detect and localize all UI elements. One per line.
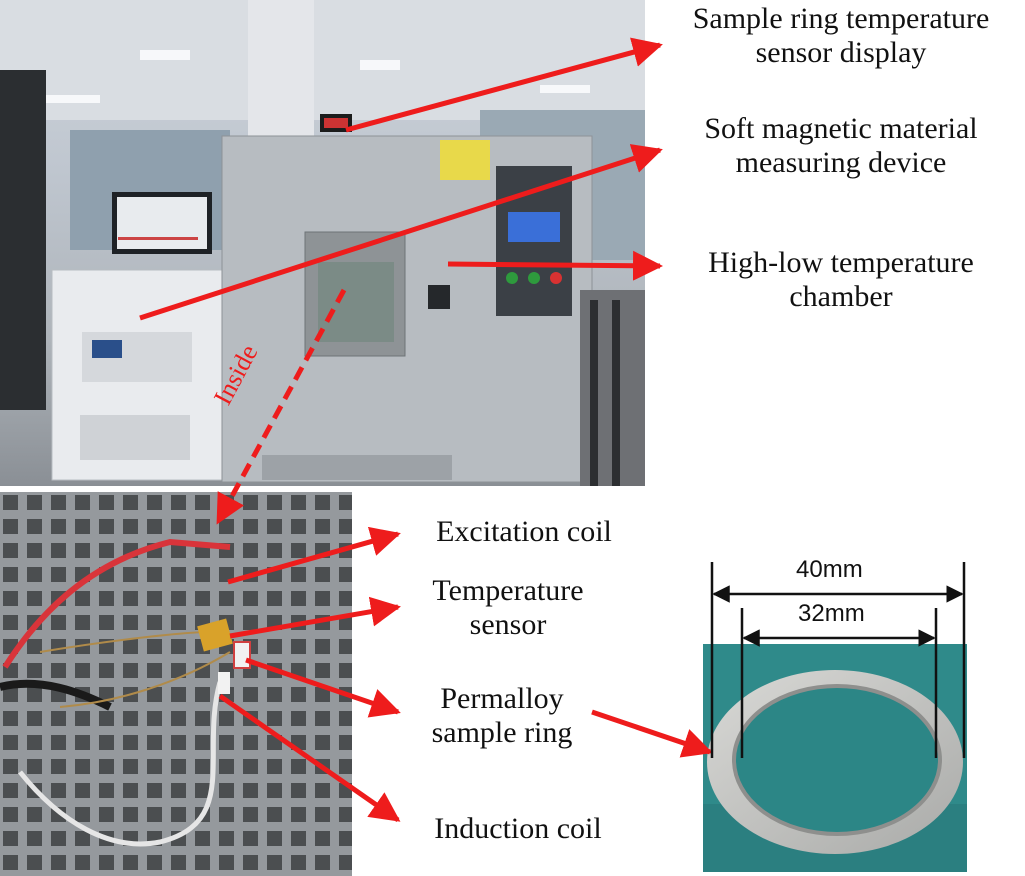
sample-ring-photo (703, 644, 967, 872)
sample-ring-label-line2: sample ring (431, 716, 573, 749)
measuring-device-label: Soft magnetic material measuring device (664, 112, 1018, 180)
sensor-display-label-line1: Sample ring temperature (692, 2, 990, 35)
excitation-coil-label-text: Excitation coil (436, 515, 612, 548)
temperature-sensor-label-line1: Temperature (432, 574, 584, 607)
induction-coil-label: Induction coil (412, 812, 624, 846)
sensor-display-label-line2: sensor display (755, 36, 927, 69)
lab-photo (0, 0, 645, 486)
arrow-sample-ring-to-photo (591, 709, 713, 758)
chamber-label-line1: High-low temperature (708, 246, 974, 279)
chamber-label: High-low temperature chamber (664, 246, 1018, 314)
perforated-plate-scene (0, 492, 352, 876)
inner-diameter-label: 32mm (798, 600, 865, 627)
lab-scene (0, 0, 645, 486)
outer-diameter-label: 40mm (796, 556, 863, 583)
measuring-device-label-line2: measuring device (735, 146, 947, 179)
sensor-display-label: Sample ring temperature sensor display (664, 2, 1018, 70)
measuring-device-label-line1: Soft magnetic material (704, 112, 978, 145)
temperature-sensor-label-line2: sensor (469, 608, 547, 641)
sample-ring-label-line1: Permalloy (440, 682, 564, 715)
sample-ring-label: Permalloy sample ring (412, 682, 592, 750)
chamber-label-line2: chamber (789, 280, 893, 313)
permalloy-ring-illustration (703, 644, 967, 872)
induction-coil-label-text: Induction coil (434, 812, 602, 845)
excitation-coil-label: Excitation coil (408, 515, 640, 549)
temperature-sensor-label: Temperature sensor (406, 574, 610, 642)
test-setup-photo (0, 492, 352, 876)
